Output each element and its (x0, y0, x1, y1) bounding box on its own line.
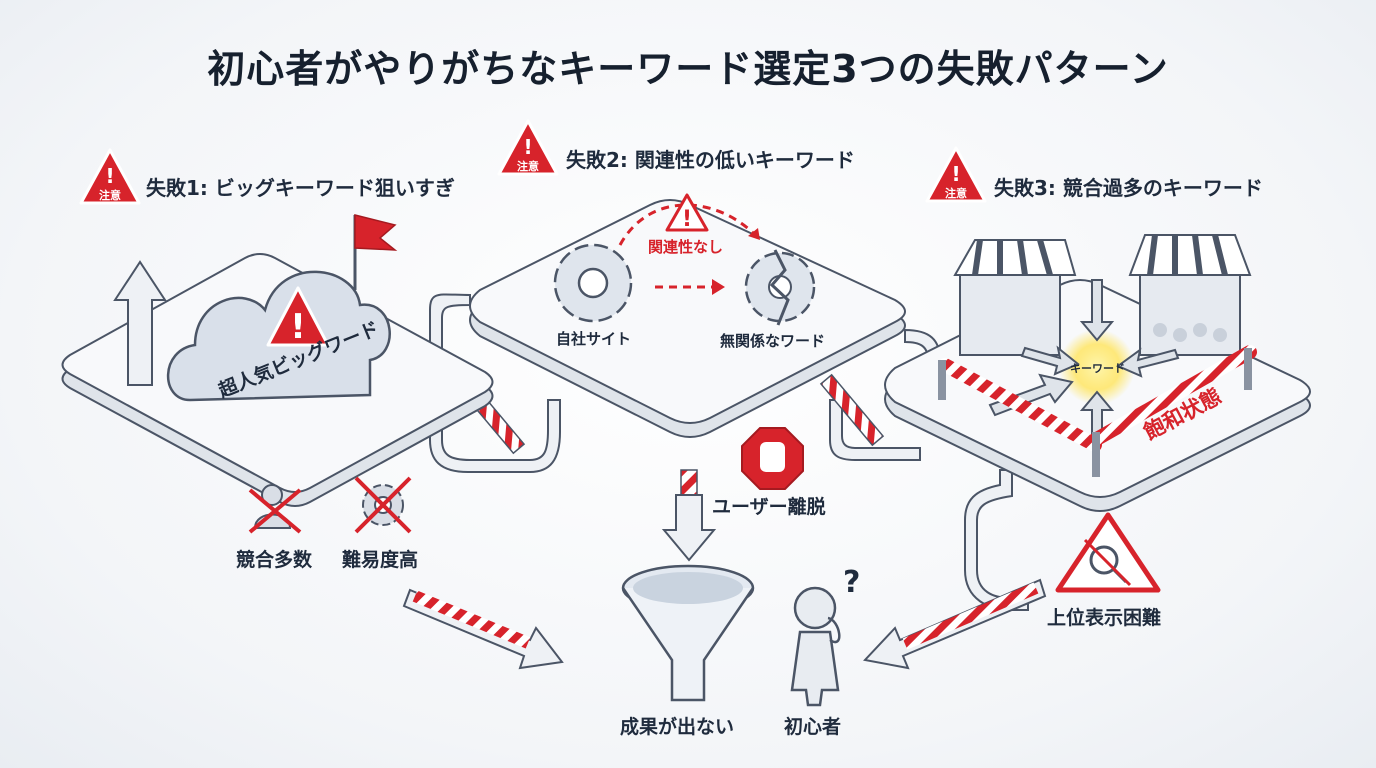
dashed-arc (618, 203, 762, 246)
search-blocked-icon (1055, 512, 1161, 593)
competitors-icon (248, 484, 302, 534)
beginner-person-icon (790, 586, 841, 707)
user-leave-label: ユーザー離脱 (712, 496, 826, 518)
competitors-label: 競合多数 (236, 549, 313, 571)
no-relation-label: 関連性なし (648, 238, 724, 256)
funnel-icon (621, 564, 755, 702)
keyword-label: キーワード (1070, 362, 1125, 375)
beginner-label: 初心者 (784, 716, 842, 738)
svg-text:注意: 注意 (517, 159, 539, 173)
warning-triangle-small-icon: ! (665, 193, 709, 232)
cloud-icon: ! (166, 214, 398, 402)
svg-text:!: ! (951, 162, 960, 186)
svg-text:!: ! (682, 207, 692, 232)
down-arrow-icon (661, 494, 717, 562)
barrier-tape (938, 345, 1257, 477)
failure-1-label: 失敗1: ビッグキーワード狙いすぎ (146, 176, 455, 200)
caution-icon-3: ! 注意 (925, 146, 987, 203)
caution-icon-1: ! 注意 (79, 148, 141, 205)
market-stall-left-icon (953, 239, 1077, 356)
difficulty-label: 難易度高 (342, 549, 419, 571)
difficulty-gear-icon (354, 476, 412, 534)
hard-rank-label: 上位表示困難 (1047, 607, 1162, 629)
failure-2-label: 失敗2: 関連性の低いキーワード (566, 148, 855, 172)
site-gear-icon (553, 243, 633, 323)
question-mark: ? (843, 565, 860, 600)
failure-3-label: 失敗3: 競合過多のキーワード (994, 176, 1263, 200)
page-title: 初心者がやりがちなキーワード選定3つの失敗パターン (207, 47, 1169, 91)
broken-gear-icon (744, 249, 816, 326)
no-results-label: 成果が出ない (620, 716, 735, 738)
caution-icon-2: ! 注意 (497, 119, 559, 176)
own-site-label: 自社サイト (556, 330, 632, 348)
svg-text:!: ! (290, 307, 306, 347)
svg-text:!: ! (523, 135, 532, 159)
flow-arrow-right (863, 578, 1047, 670)
unrelated-word-label: 無関係なワード (720, 332, 826, 350)
svg-text:注意: 注意 (99, 188, 121, 202)
market-stall-right-icon (1128, 234, 1252, 356)
svg-text:注意: 注意 (945, 186, 967, 200)
svg-text:!: ! (105, 164, 114, 188)
keyword-glow (1059, 329, 1135, 405)
flow-arrow-left (402, 588, 564, 670)
stop-hand-icon (741, 427, 804, 490)
up-arrow-icon (113, 260, 167, 386)
